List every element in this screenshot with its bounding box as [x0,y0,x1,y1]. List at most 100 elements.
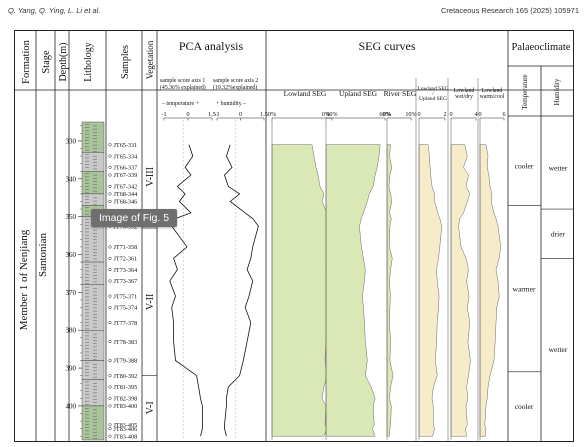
header-samples: Samples [120,45,131,79]
sample-label: JT83-408 [114,433,138,440]
header-pca-analysis: PCA analysis [179,39,244,53]
depth-tick-label: 340 [66,175,77,183]
formation-label: Member 1 of Nenjiang [18,229,30,330]
plot-axis-tick-label: 4 [474,111,477,118]
sample-marker [108,404,112,408]
vegetation-zone-label: V-I [145,401,156,414]
depth-tick-label: 330 [66,137,77,145]
pca-curve [224,144,259,437]
plot-axis-tick-label: -1 [214,111,219,118]
sample-marker [108,396,112,400]
sample-label: JT82-398 [114,396,138,403]
lithology-bed [81,405,105,441]
sample-label: JT75-371 [114,293,138,300]
seg-wetdry-title-1: Lowland [454,88,475,94]
sample-label: JT67-342 [114,184,138,191]
sample-marker [108,434,112,438]
sample-label: JT65-331 [114,142,138,149]
header-formation: Formation [21,39,32,83]
sample-marker [108,305,112,310]
plot-axis-tick-label: 6 [502,111,505,118]
sample-marker [108,143,112,147]
vegetation-zone-label: V-II [145,294,156,310]
seg-area [450,144,471,437]
sample-label: JT78-383 [114,339,138,346]
plot-axis-tick-label: -1 [161,111,166,118]
seg-area [386,144,394,437]
temperature-zone-label: warmer [513,285,536,294]
sample-marker [108,358,112,363]
depth-tick-label: 370 [66,289,77,297]
plot-axis-tick-label: 60% [326,111,337,118]
seg-area [271,144,333,437]
journal-citation: Cretaceous Research 165 (2025) 105971 [440,6,579,15]
sample-label: JT83-400 [114,403,138,410]
sample-label: JT68-344 [114,191,138,198]
vegetation-zone-label: V-III [145,167,156,187]
seg-upland-title: Upland SEG [339,89,378,98]
seg-area [418,144,443,437]
temperature-zone-label: cooler [515,402,534,411]
sample-label: JT66-337 [114,165,138,172]
pca-axis2-explained: (19.32%explained) [213,84,257,91]
sample-marker [108,340,112,344]
seg-area [479,144,502,437]
image-tooltip: Image of Fig. 5 [91,209,178,227]
paper-authors: Q. Yang, Q. Ying, L. Li et al. [8,6,101,15]
sample-label: JT65-334 [114,153,138,160]
seg-ratio-title-2: / [432,91,434,97]
plot-axis-tick-label: 1.5 [260,111,268,118]
depth-tick-label: 380 [66,327,77,335]
sample-marker [108,423,112,427]
plot-axis-tick-label: 0 [449,111,452,118]
header-lithology: Lithology [83,42,94,81]
sample-marker [108,154,112,158]
sample-label: JT72-361 [114,255,138,262]
plot-axis-tick-label: 0 [186,111,189,118]
sample-marker [108,192,112,196]
pca-axis1-hint: – temperature + [161,101,199,107]
plot-axis-tick-label: 0% [383,111,391,118]
lithology-bed [81,284,105,331]
lithology-bed [81,360,105,380]
pca-axis2-title: sample score axis 2 [213,78,258,84]
sample-marker [108,165,112,169]
plot-axis-tick-label: 0% [268,111,276,118]
vegetation-zones: V-III V-II V-I [142,167,157,414]
seg-ratio-title-1: Lowland SEG [417,86,448,92]
humidity-zone-label: drier [551,230,566,239]
sample-marker [108,427,112,431]
plot-axis-tick-label: 1.5 [208,111,216,118]
depth-tick-label: 360 [66,251,77,259]
sample-label: JT80-392 [114,373,138,380]
lithology-bed [81,171,105,195]
seg-area [325,144,381,437]
sample-marker [108,245,112,249]
palaeo-humidity-header: Humidity [553,78,561,105]
lithology-bed [81,152,105,172]
temperature-zone-label: cooler [515,162,534,171]
sample-label: JT83-406 [114,426,138,433]
pca-axis2-hint: + humidity – [216,101,246,107]
pca-curve [169,144,203,437]
plot-axis-tick-label: 0 [417,111,420,118]
humidity-zone-label: wetter [549,163,568,172]
sample-list: JT65-331JT65-334JT66-337JT67-339JT67-342… [108,142,138,440]
sample-marker [108,279,112,283]
sample-marker [108,184,112,188]
plot-axis-tick-label: 0% [322,111,330,118]
sample-label: JT75-374 [114,305,138,312]
sample-marker [108,294,112,298]
sample-marker [108,173,112,177]
plot-axis-tick-label: 0 [239,111,242,118]
sample-label: JT68-346 [114,199,138,206]
pca-axis1-explained: (45.36% explained) [160,84,206,91]
depth-tick-label: 400 [66,402,77,410]
lithology-bed [81,261,105,285]
header-stage: Stage [41,50,52,74]
sample-label: JT79-388 [114,358,138,365]
